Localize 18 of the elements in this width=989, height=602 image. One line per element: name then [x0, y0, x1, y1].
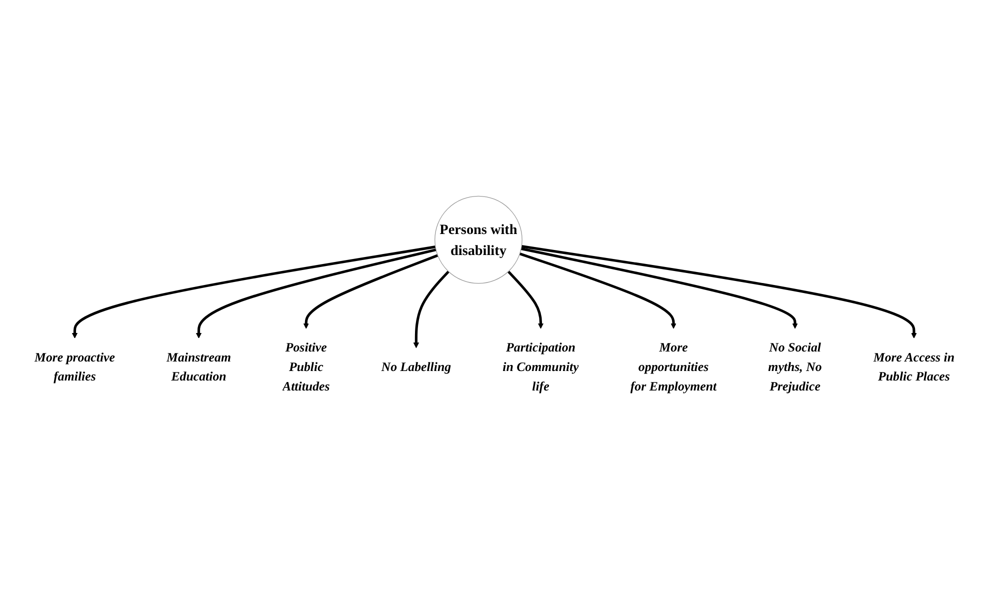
arrow [72, 246, 436, 338]
arrow [413, 270, 450, 348]
node-circle [434, 196, 522, 284]
arrow [521, 245, 917, 338]
node-text: Mainstream Education [166, 350, 231, 384]
arrow [196, 248, 436, 338]
node-text: No Labelling [381, 360, 452, 374]
node-text: Positive Public Attitudes [282, 340, 330, 394]
node-text: More opportunities for Employment [630, 340, 717, 394]
node-text: Participation in Community life [502, 340, 579, 394]
arrow [507, 270, 544, 329]
diagram-drawing: Persons with disability More proactive families Mainstream Education Positive Public Attitudes No Labelling Participation in Community life More opportunities for Employment No Social myths, No Prejudice More Access in Public Places [10, 191, 979, 411]
node-text: No Social myths, No Prejudice [768, 340, 822, 394]
node-text: More Access in Public Places [873, 350, 955, 384]
arrow [519, 252, 676, 329]
node-text: More proactive families [34, 350, 116, 384]
arrow [303, 254, 438, 329]
arrow [520, 247, 798, 329]
